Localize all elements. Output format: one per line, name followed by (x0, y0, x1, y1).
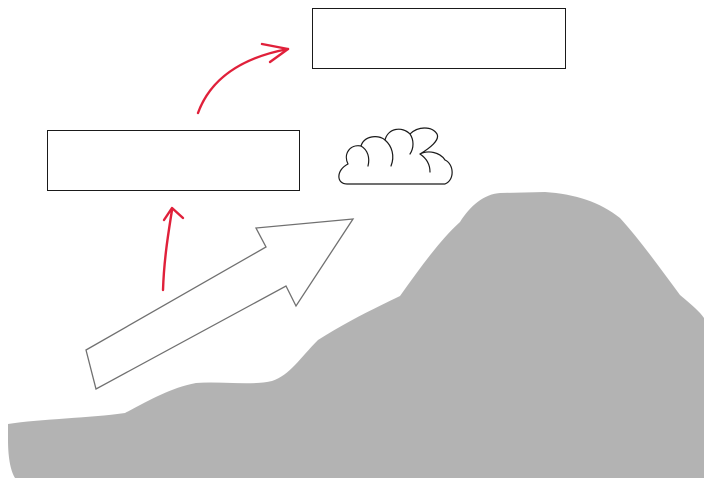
mountain-icon (8, 192, 704, 478)
red-up-arrow (161, 206, 185, 292)
cloud-icon (338, 127, 453, 185)
red-curved-arrow (196, 42, 290, 115)
middle-label-box (47, 130, 300, 191)
top-label-box (312, 8, 566, 69)
outlined-arrow-icon (85, 218, 355, 390)
